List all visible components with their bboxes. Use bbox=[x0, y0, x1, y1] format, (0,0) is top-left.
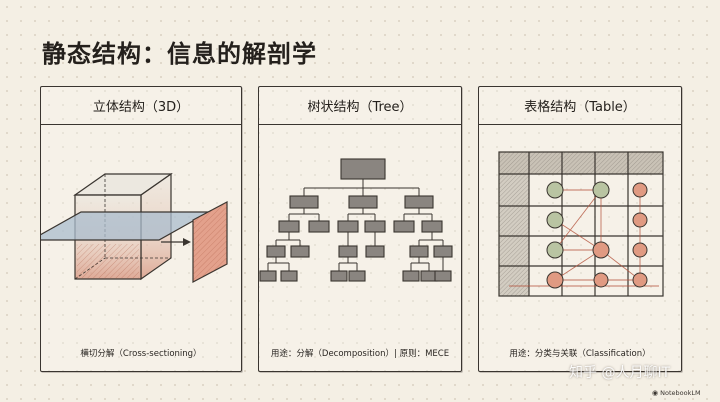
tree-node bbox=[433, 245, 453, 258]
tree-node bbox=[308, 220, 330, 233]
tree-node bbox=[402, 270, 420, 282]
card-caption: 用途：分解（Decomposition）| 原则：MECE bbox=[270, 349, 450, 359]
tree-node bbox=[393, 220, 415, 233]
brand-badge: ◉ NotebookLM bbox=[652, 389, 701, 397]
red-node bbox=[632, 272, 648, 288]
tree-node bbox=[404, 195, 434, 209]
tree-node bbox=[289, 195, 319, 209]
green-node bbox=[546, 241, 564, 259]
tree-node bbox=[434, 270, 452, 282]
tree-node bbox=[290, 245, 310, 258]
arrow-right-icon bbox=[161, 238, 191, 246]
red-node bbox=[632, 182, 648, 198]
tree-node bbox=[266, 245, 286, 258]
slide-title: 静态结构：信息的解剖学 bbox=[42, 40, 317, 68]
green-node bbox=[546, 181, 564, 199]
red-node bbox=[546, 271, 564, 289]
red-node bbox=[632, 212, 648, 228]
brand-label: NotebookLM bbox=[660, 389, 701, 397]
tree-node bbox=[348, 270, 366, 282]
tree-node bbox=[421, 220, 443, 233]
red-node bbox=[593, 272, 609, 288]
card-table-structure: 表格结构（Table） bbox=[478, 86, 682, 372]
card-3d-structure: 立体结构（3D） bbox=[40, 86, 242, 372]
table-grid-illustration bbox=[498, 151, 664, 297]
tree-node bbox=[348, 195, 378, 209]
relation-links bbox=[509, 189, 659, 287]
card-caption: 横切分解（Cross-sectioning） bbox=[80, 349, 202, 359]
card-title: 表格结构（Table） bbox=[479, 87, 681, 125]
red-node bbox=[592, 241, 610, 259]
tree-node bbox=[280, 270, 298, 282]
tree-node bbox=[278, 220, 300, 233]
cross-section-slice bbox=[192, 201, 228, 283]
tree-node bbox=[337, 220, 359, 233]
tree-nodes bbox=[259, 158, 453, 282]
tree-node bbox=[365, 245, 385, 258]
cross-section-illustration bbox=[41, 172, 228, 283]
tree-node bbox=[259, 270, 277, 282]
table-nodes bbox=[546, 181, 648, 289]
card-caption: 用途：分类与关联（Classification） bbox=[509, 349, 651, 359]
tree-node bbox=[364, 220, 386, 233]
card-title: 立体结构（3D） bbox=[41, 87, 241, 125]
watermark-text: 知乎 @人月聊IT bbox=[569, 365, 671, 381]
tree-connectors bbox=[267, 179, 444, 271]
tree-node bbox=[330, 270, 348, 282]
green-node bbox=[546, 211, 564, 229]
notebook-logo-icon: ◉ bbox=[652, 389, 659, 397]
tree-node bbox=[409, 245, 429, 258]
slice-plane bbox=[41, 211, 212, 241]
tree-root-node bbox=[340, 158, 386, 180]
green-node bbox=[592, 181, 610, 199]
tree-diagram bbox=[259, 158, 453, 282]
red-node bbox=[632, 242, 648, 258]
card-tree-structure: 树状结构（Tree） bbox=[258, 86, 462, 372]
tree-node bbox=[338, 245, 358, 258]
card-title: 树状结构（Tree） bbox=[259, 87, 461, 125]
